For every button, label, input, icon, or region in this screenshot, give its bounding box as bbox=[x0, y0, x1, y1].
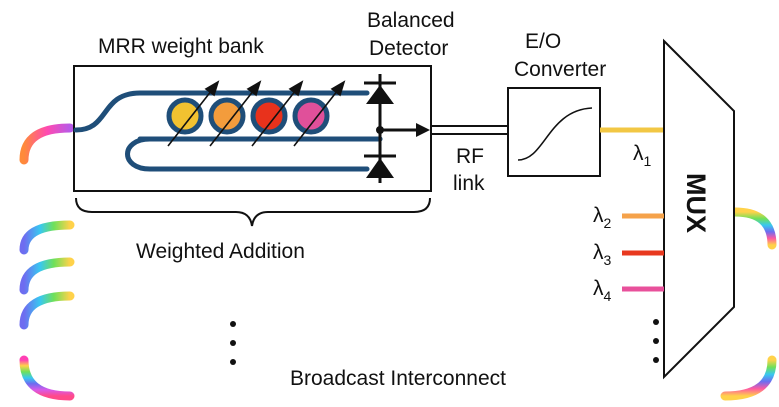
mux-label: MUX bbox=[681, 173, 711, 233]
lambda-4-label: λ4 bbox=[593, 277, 612, 304]
rf-link-label-line1: RF bbox=[456, 145, 484, 168]
eo-converter-label-line1: E/O bbox=[525, 30, 561, 53]
broadcast-right-top-bend bbox=[730, 207, 777, 250]
input-waveguide-upper bbox=[73, 90, 370, 133]
balanced-detector-label-line2: Detector bbox=[369, 37, 448, 60]
weighted-addition-label: Weighted Addition bbox=[136, 240, 305, 263]
broadcast-interconnect-label: Broadcast Interconnect bbox=[290, 367, 506, 390]
microring-3 bbox=[250, 97, 288, 135]
lambda-2-label: λ2 bbox=[593, 204, 612, 231]
microring-2 bbox=[208, 97, 246, 135]
waveguides bbox=[73, 90, 383, 172]
sigmoid-curve-icon bbox=[517, 107, 593, 161]
eo-converter-box bbox=[507, 87, 601, 177]
broadcast-top-left-bend bbox=[19, 123, 75, 165]
lambda-3-label: λ3 bbox=[593, 241, 612, 268]
mux-box bbox=[663, 38, 735, 380]
eo-converter-label-line2: Converter bbox=[514, 58, 606, 81]
photodiode-lower-icon bbox=[366, 158, 394, 178]
balanced-detector-label-line1: Balanced bbox=[367, 9, 455, 32]
ellipsis-right bbox=[653, 319, 659, 363]
broadcast-interconnect-loop bbox=[19, 123, 777, 401]
broadcast-stub-3 bbox=[19, 291, 75, 330]
broadcast-stub-1 bbox=[19, 220, 75, 255]
rf-link-label-line2: link bbox=[453, 172, 485, 195]
tuning-arrows bbox=[167, 80, 346, 147]
broadcast-stub-2 bbox=[19, 257, 75, 295]
lambda-1-label: λ1 bbox=[633, 142, 652, 169]
photodiode-upper-icon bbox=[366, 85, 394, 104]
microrings bbox=[166, 97, 330, 135]
microring-4 bbox=[292, 97, 330, 135]
balanced-detector bbox=[364, 74, 430, 183]
weighted-addition-brace bbox=[75, 197, 431, 227]
mrr-weight-bank-label: MRR weight bank bbox=[98, 35, 264, 58]
broadcast-bottom-right-bend bbox=[720, 355, 777, 401]
microring-1 bbox=[166, 97, 204, 135]
rf-link bbox=[431, 125, 508, 135]
ellipsis-left bbox=[230, 321, 236, 365]
broadcast-bottom-left-bend bbox=[19, 355, 75, 401]
